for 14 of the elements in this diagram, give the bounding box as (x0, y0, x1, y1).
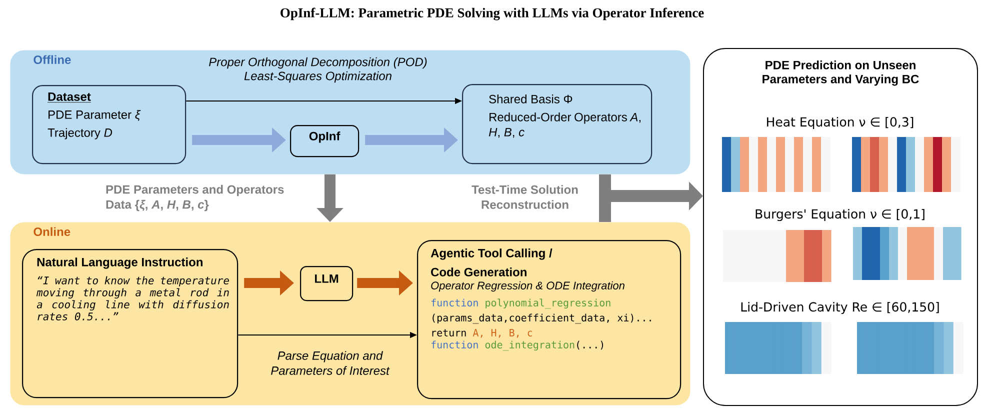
process-box: Agentic Tool Calling / Code Generation Operator Regression & ODE Integration function polynomial_regression (params_data,coefficient_data, xi)... return A, H, B, c function ode_integration (...) (417, 240, 682, 400)
process-box: Shared Basis Φ Reduced-Order Operators A, H, B, c (462, 84, 652, 164)
equation-label: Burgers' Equation ν ∈ [0,1] (756, 208, 924, 222)
edge-label: Test-Time Solution Reconstruction (472, 185, 578, 209)
process-box: LLM (300, 266, 354, 302)
edge-label: Proper Orthogonal Decomposition (POD) Least-Squares Optimization (209, 57, 427, 83)
process-box: OpInf (290, 125, 360, 158)
edge-label: Parse Equation and Parameters of Interest (271, 351, 390, 375)
equation-label: Heat Equation ν ∈ [0,3] (767, 116, 914, 130)
title: OpInf-LLM: Parametric PDE Solving with LLMs via Operator Inference (280, 8, 704, 20)
edge-label: PDE Parameters and Operators Data {ξ, A, H, B, c} (106, 184, 284, 212)
process-box: Natural Language Instruction “I want to know the temperature moving through a metal rod in a cooling line with diffusion rates 0.5...” (22, 249, 238, 398)
equation-label: Lid-Driven Cavity Re ∈ [60,150] (741, 302, 939, 314)
process-box: Dataset PDE Parameter ξ Trajectory D (32, 85, 186, 164)
